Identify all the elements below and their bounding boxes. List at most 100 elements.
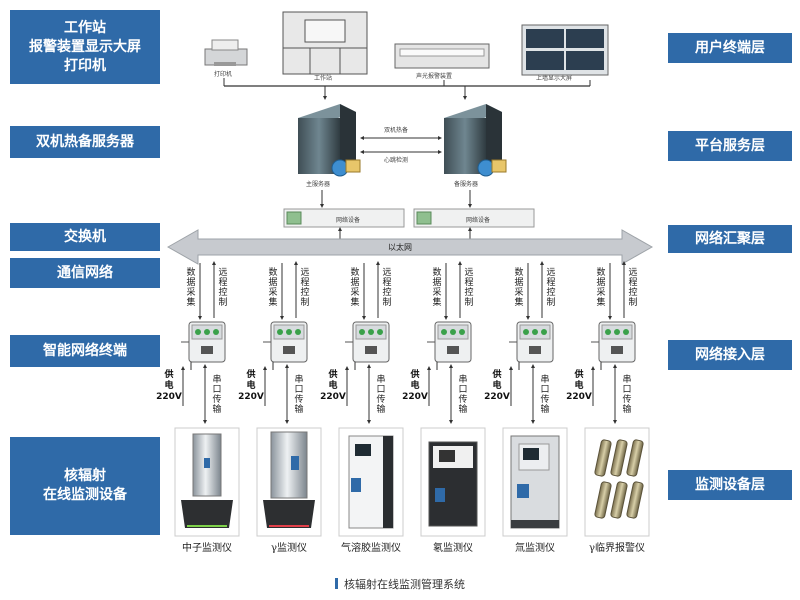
device-screen	[523, 448, 539, 460]
figure-caption: 核辐射在线监测管理系统	[0, 576, 800, 592]
ethernet-label: 以太网	[388, 242, 412, 252]
power-label: 供	[491, 368, 501, 380]
alarm-device: 声光报警装置	[394, 43, 490, 80]
device-base	[263, 500, 315, 528]
power-voltage: 220V	[484, 392, 510, 402]
label-comm-network: 通信网络	[10, 258, 160, 288]
gamma-monitor-body	[270, 431, 308, 499]
status-led-icon	[359, 329, 365, 335]
ethernet-bus	[166, 229, 654, 265]
power-label: 电	[328, 379, 337, 391]
terminal-port	[365, 346, 377, 354]
label-aggregation-layer: 网络汇聚层	[668, 225, 792, 253]
device-logo	[435, 488, 445, 502]
status-led-icon	[605, 329, 611, 335]
power-label: 电	[492, 379, 501, 391]
label-line: 智能网络终端	[43, 342, 127, 359]
status-led-icon	[195, 329, 201, 335]
label-user-terminal-layer: 用户终端层	[668, 33, 792, 63]
network-equipment-label: 网络设备	[466, 216, 490, 224]
label-line: 网络汇聚层	[695, 230, 765, 247]
wall-screen: 上墙显示大屏	[521, 24, 609, 82]
power-voltage: 220V	[320, 392, 346, 402]
remote-control-label: 远程控制	[464, 267, 473, 308]
status-led-icon	[614, 329, 620, 335]
main-server-label: 主服务器	[306, 180, 330, 188]
status-led-icon	[450, 329, 456, 335]
label-line: 工作站	[64, 19, 106, 36]
power-voltage: 220V	[566, 392, 592, 402]
heartbeat-label: 心跳检测	[384, 156, 408, 164]
serial-label: 串口传输	[212, 374, 221, 415]
gamma-alarm-probe	[610, 439, 628, 477]
terminal-port	[611, 346, 623, 354]
label-line: 用户终端层	[695, 39, 765, 56]
label-device-layer: 监测设备层	[668, 470, 792, 500]
label-line: 监测设备层	[695, 476, 765, 493]
caption-marker	[335, 578, 338, 589]
status-led-icon	[523, 329, 529, 335]
terminal-port	[201, 346, 213, 354]
serial-label: 串口传输	[458, 374, 467, 415]
device-base	[181, 500, 233, 528]
serial-label: 串口传输	[294, 374, 303, 415]
device-screen	[439, 450, 455, 462]
status-led-icon	[368, 329, 374, 335]
device-base	[511, 520, 559, 528]
label-smart-terminal: 智能网络终端	[10, 335, 160, 367]
backup-server: 备服务器	[444, 104, 507, 188]
gamma-alarm-probe	[594, 439, 612, 477]
power-voltage: 220V	[238, 392, 264, 402]
terminal-port	[447, 346, 459, 354]
serial-label: 串口传输	[540, 374, 549, 415]
status-led-icon	[623, 329, 629, 335]
screen-label: 上墙显示大屏	[536, 74, 572, 82]
status-led-icon	[295, 329, 301, 335]
device-logo	[291, 456, 299, 470]
power-label: 供	[573, 368, 583, 380]
network-equipment-label: 网络设备	[336, 216, 360, 224]
label-line: 在线监测设备	[43, 487, 127, 503]
remote-control-label: 远程控制	[300, 267, 309, 308]
device-label: 氚监测仪	[515, 541, 555, 554]
main-server: 主服务器	[298, 104, 361, 188]
status-led-icon	[441, 329, 447, 335]
hot-standby-label: 双机热备	[384, 126, 408, 134]
gamma-alarm-probe	[626, 439, 644, 477]
remote-control-label: 远程控制	[382, 267, 391, 308]
device-logo	[517, 484, 529, 498]
power-label: 供	[163, 368, 173, 380]
device-label: 中子监测仪	[182, 541, 232, 554]
data-collect-label: 数据采集	[514, 266, 523, 308]
status-led-icon	[541, 329, 547, 335]
device-logo	[204, 458, 210, 468]
data-collect-label: 数据采集	[350, 266, 359, 308]
status-led-icon	[286, 329, 292, 335]
terminal-port	[283, 346, 295, 354]
label-line: 打印机	[64, 57, 106, 74]
gamma-alarm-probe	[594, 481, 612, 519]
backup-server-label: 备服务器	[454, 180, 478, 188]
device-label: 气溶胶监测仪	[341, 541, 401, 554]
network-switch: 网络设备	[413, 208, 535, 228]
gamma-alarm-probe	[610, 481, 628, 519]
caption-text: 核辐射在线监测管理系统	[344, 578, 465, 591]
label-line: 报警装置显示大屏	[29, 38, 141, 55]
status-led-icon	[213, 329, 219, 335]
power-label: 电	[246, 379, 255, 391]
alarm-label: 声光报警装置	[416, 72, 452, 80]
label-line: 平台服务层	[695, 137, 765, 154]
power-voltage: 220V	[402, 392, 428, 402]
status-led-icon	[532, 329, 538, 335]
device-label: γ临界报警仪	[589, 541, 645, 554]
network-switch: 网络设备	[283, 208, 405, 228]
device-logo	[351, 478, 361, 492]
workstation-label: 工作站	[314, 74, 332, 82]
printer: 打印机	[204, 39, 248, 78]
data-collect-label: 数据采集	[268, 266, 277, 308]
power-label: 供	[245, 368, 255, 380]
label-line: 网络接入层	[695, 346, 765, 363]
device-label: 氡监测仪	[433, 541, 473, 554]
status-led-icon	[377, 329, 383, 335]
